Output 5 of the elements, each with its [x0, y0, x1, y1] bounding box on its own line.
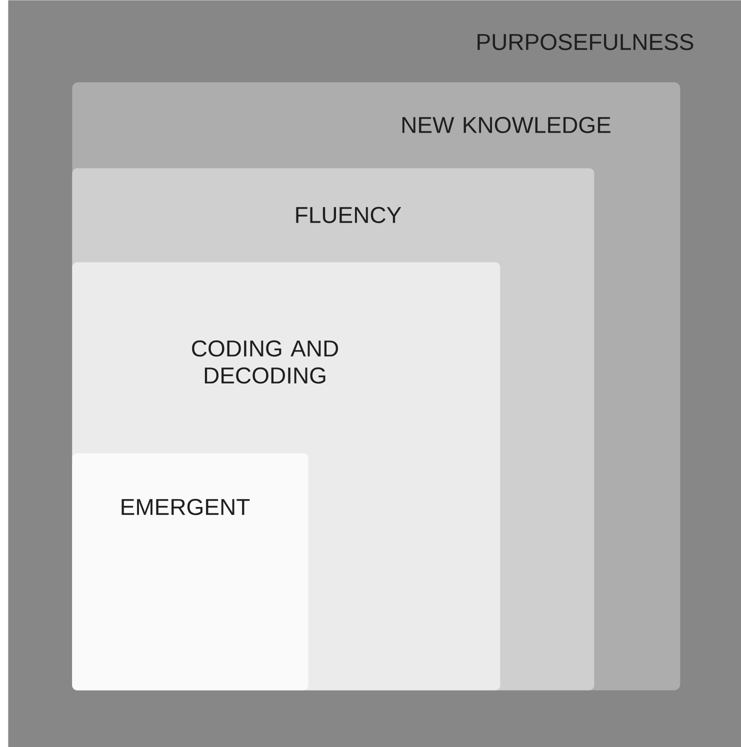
band-label: EMERGENT — [122, 498, 250, 516]
band-label: NEW KNOWLEDGE — [402, 116, 610, 134]
band-label: CODING AND DECODING — [192, 340, 338, 384]
band-label: FLUENCY — [296, 206, 402, 224]
band-label: PURPOSEFULNESS — [478, 34, 694, 50]
